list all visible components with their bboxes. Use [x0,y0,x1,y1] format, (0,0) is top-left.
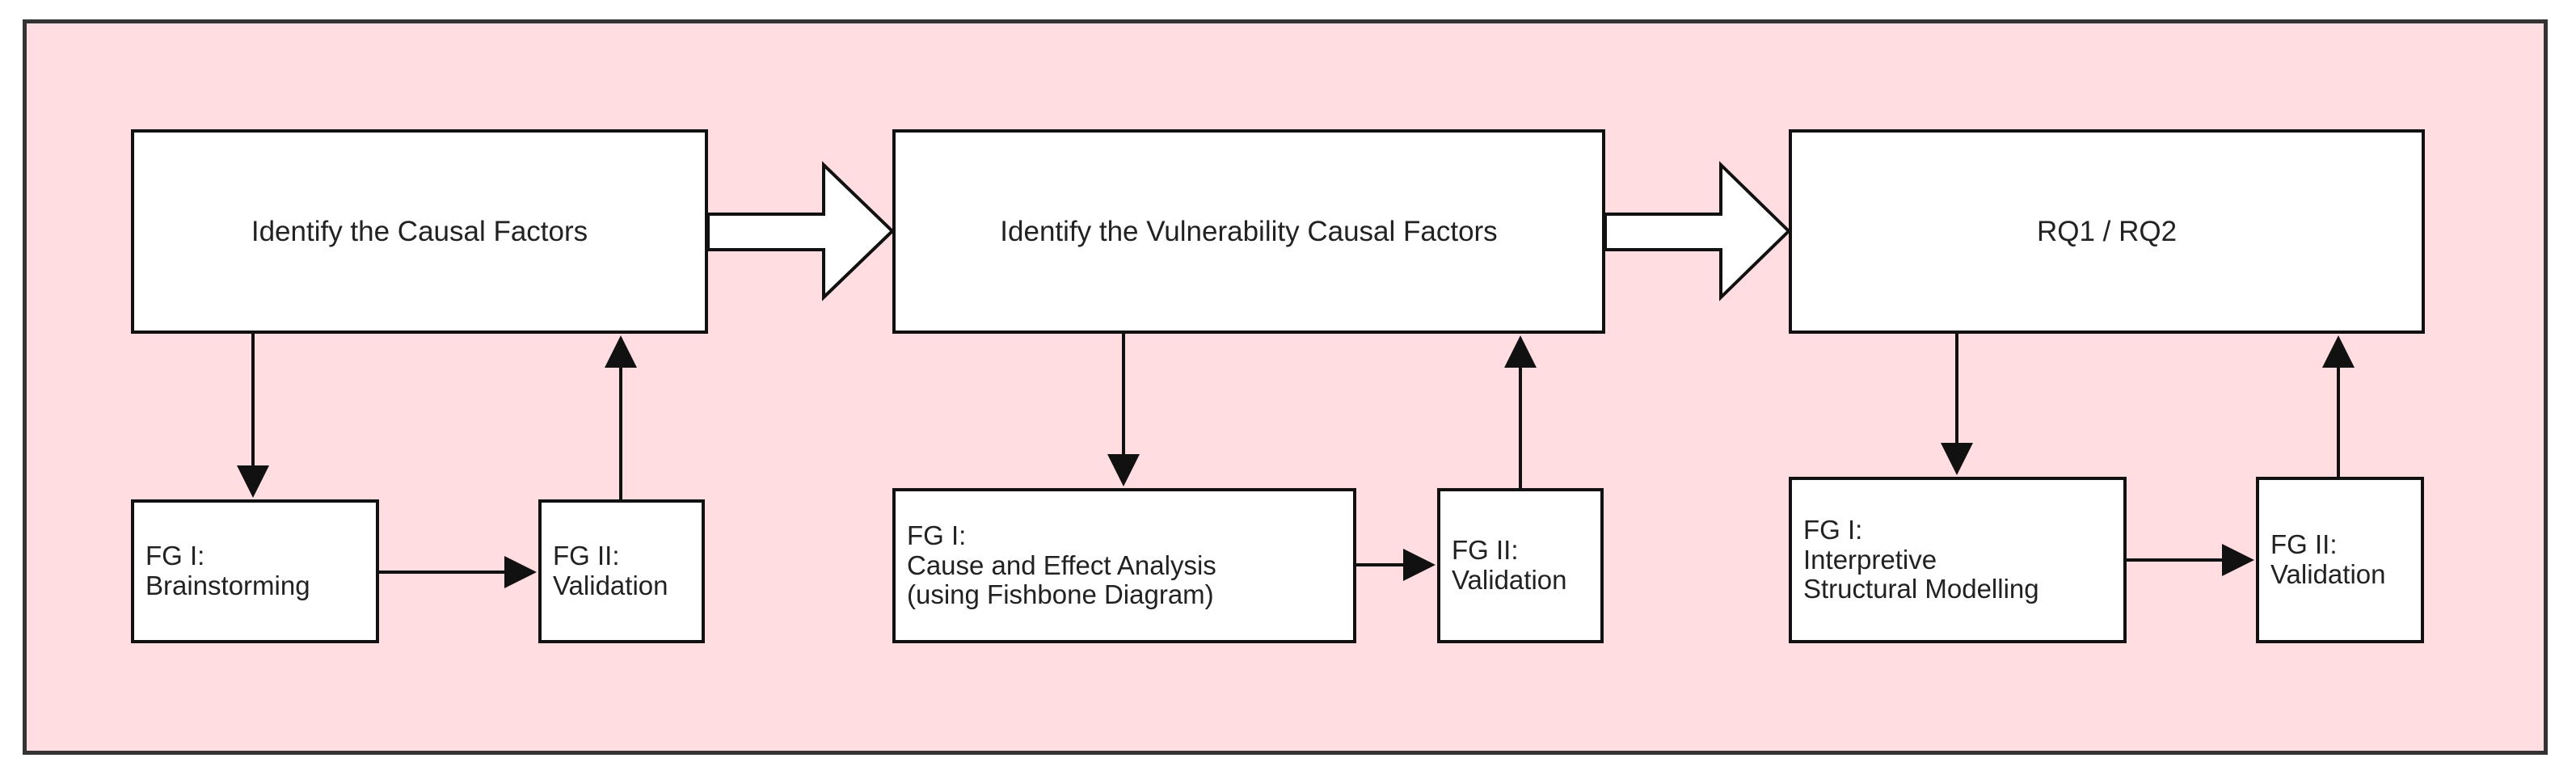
stage-2-fg1-line-1: FG I: [907,520,967,550]
stage-1-box: Identify the Causal Factors [131,129,708,334]
stage-3-fg2-line-1: FG II: [2270,529,2338,560]
stage-2-fg1-box: FG I: Cause and Effect Analysis (using F… [892,488,1356,643]
stage-3-title: RQ1 / RQ2 [2036,215,2178,247]
stage-3-fg1-box: FG I: Interpretive Structural Modelling [1789,477,2127,643]
stage-2-fg2-line-2: Validation [1452,565,1567,595]
stage-3-fg1-line-1: FG I: [1803,514,1863,545]
stage-3-fg2-line-2: Validation [2270,559,2386,589]
stage-2-box: Identify the Vulnerability Causal Factor… [892,129,1605,334]
stage-2-fg1-line-3: (using Fishbone Diagram) [907,579,1214,610]
stage-3-fg1-line-3: Structural Modelling [1803,574,2039,604]
stage-1-fg2-line-1: FG II: [553,541,620,571]
stage-1-fg1-line-1: FG I: [145,541,205,571]
stage-2-title: Identify the Vulnerability Causal Factor… [1000,215,1498,247]
stage-1-fg1-box: FG I: Brainstorming [131,499,379,643]
stage-2-fg1-line-2: Cause and Effect Analysis [907,550,1216,580]
stage-3-fg1-line-2: Interpretive [1803,544,1937,575]
stage-1-title: Identify the Causal Factors [251,215,588,247]
stage-1-fg1-line-2: Brainstorming [145,571,310,600]
stage-2-fg2-line-1: FG II: [1452,535,1519,566]
stage-1-fg2-line-2: Validation [553,571,668,600]
stage-3-box: RQ1 / RQ2 [1789,129,2425,334]
stage-3-fg2-box: FG II: Validation [2256,477,2424,643]
stage-2-fg2-box: FG II: Validation [1437,488,1604,643]
stage-1-fg2-box: FG II: Validation [538,499,705,643]
